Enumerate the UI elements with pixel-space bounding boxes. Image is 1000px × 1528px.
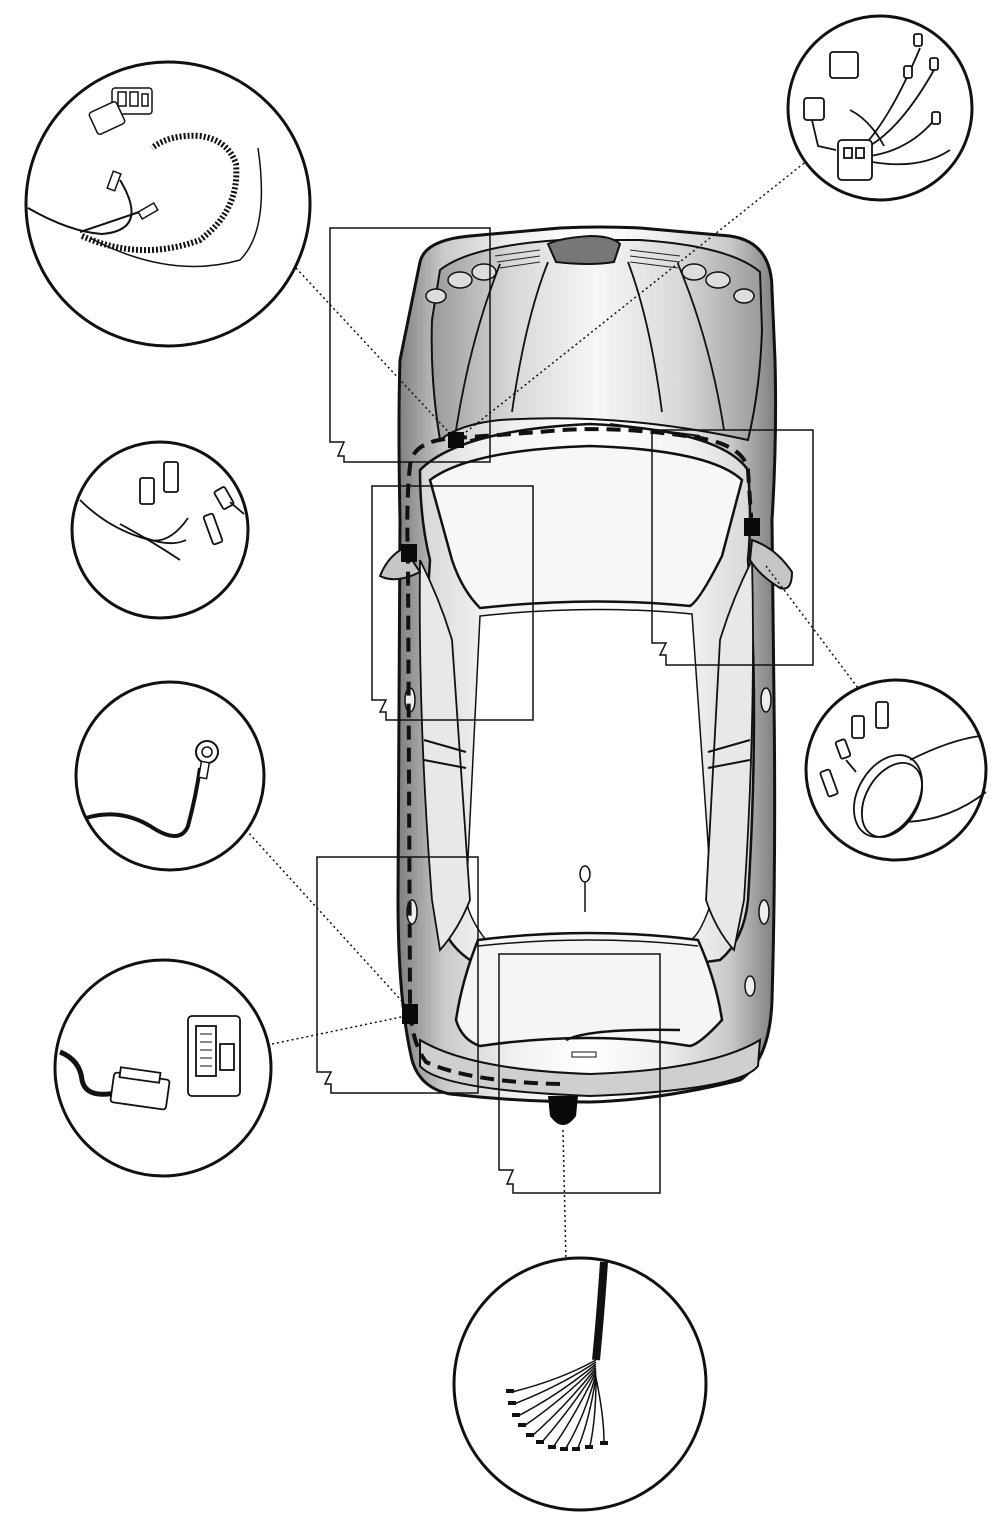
control-module-plug-icon (58, 1015, 241, 1111)
wire-bundle-icon (506, 1261, 608, 1451)
roof-outline (465, 608, 713, 941)
bracket-left-door (371, 485, 534, 721)
spade-terminals-icon (79, 461, 245, 561)
rear-wiper (565, 1028, 681, 1042)
right-mirror (748, 538, 794, 590)
harness-connectors (401, 432, 760, 1024)
harness-route (405, 427, 754, 1086)
left-side-windows (418, 559, 471, 953)
windshield (428, 444, 744, 610)
bracket-rear-left (316, 856, 479, 1094)
pillars (423, 739, 751, 769)
relay-module-wires-icon (803, 33, 951, 181)
front-grille (546, 234, 622, 265)
antenna-icon (579, 865, 591, 912)
left-mirror (378, 546, 422, 581)
right-side-windows (705, 559, 754, 952)
leader-lines (245, 159, 859, 1263)
connector-rear-left (402, 1004, 418, 1024)
hood-creases (455, 261, 725, 431)
callout-left-mirror-connectors (70, 440, 250, 620)
rear-window (454, 931, 724, 1048)
front-vents (494, 249, 681, 269)
callout-front-right-relay (786, 14, 974, 202)
bracket-front-left (329, 227, 491, 463)
car-top-view (378, 225, 794, 1104)
headlight-socket-and-wires-icon (27, 87, 263, 268)
callout-right-mirror-cable-coil (804, 678, 988, 862)
ring-terminal-icon (85, 740, 219, 838)
install-region-brackets (316, 227, 814, 1194)
license-plate-light (571, 1051, 597, 1058)
bracket-right-door (651, 429, 814, 666)
callout-ground-ring-terminal (74, 680, 266, 872)
connector-front-left (448, 432, 464, 448)
tow-socket-icon (548, 1096, 578, 1125)
bracket-rear-center (498, 953, 661, 1194)
callout-rear-left-control-unit (53, 958, 273, 1178)
callout-front-left-harness (24, 60, 312, 348)
connector-right-mirror (744, 518, 760, 536)
callout-tow-socket-wire-bundle (452, 1256, 708, 1512)
cable-coil-terminals-icon (819, 701, 987, 838)
headlamps (425, 263, 755, 304)
connector-left-mirror (401, 544, 417, 562)
rear-spoiler (477, 939, 699, 947)
